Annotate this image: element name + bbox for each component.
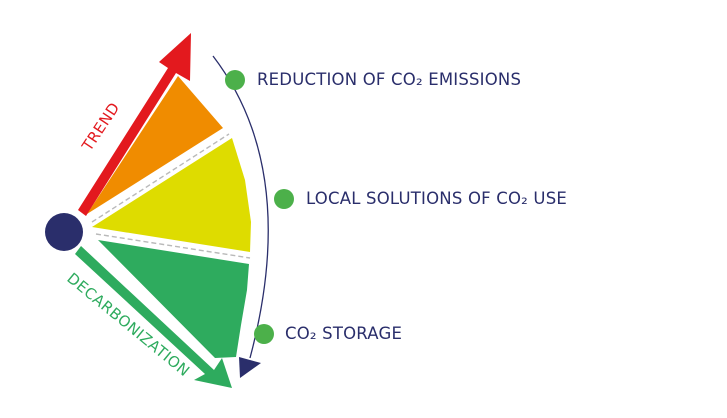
- wedge-green: [98, 240, 249, 358]
- stage-label-local-use: LOCAL SOLUTIONS OF CO₂ USE: [306, 189, 568, 208]
- decarbonization-arrow: [75, 246, 232, 388]
- stage-bullet-reduction: [225, 70, 245, 90]
- trend-arrow: [78, 33, 191, 216]
- stage-label-storage: CO₂ STORAGE: [285, 324, 403, 343]
- stage-label-reduction: REDUCTION OF CO₂ EMISSIONS: [257, 70, 522, 89]
- origin-circle: [45, 213, 83, 251]
- wedge-divider-lower: [95, 233, 251, 259]
- wedge-yellow: [92, 138, 251, 252]
- wedge-orange: [87, 76, 223, 214]
- stage-bullet-storage: [254, 324, 274, 344]
- stage-bullet-local-use: [274, 189, 294, 209]
- wedge-divider-upper: [91, 133, 230, 223]
- timeline-arrowhead: [239, 357, 261, 378]
- trend-label: TREND: [78, 99, 124, 155]
